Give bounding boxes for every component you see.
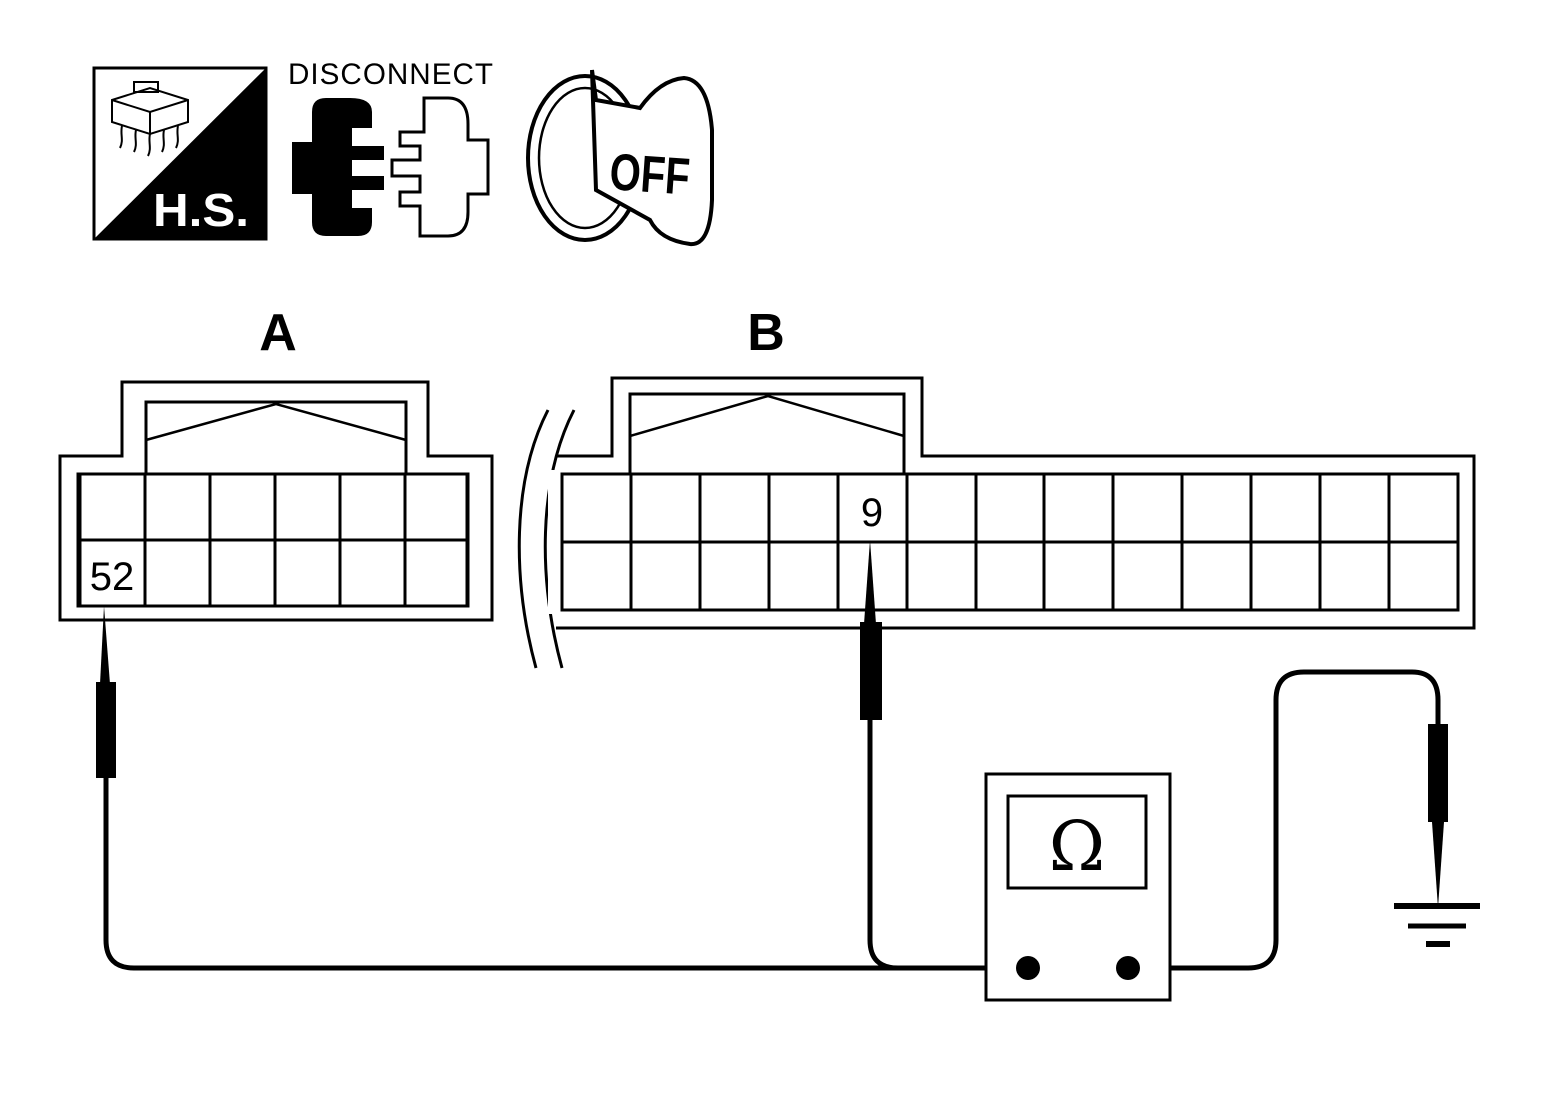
connector-a-pin-label: 52 — [90, 555, 135, 599]
connector-sketch-icon — [111, 81, 189, 157]
harness-side-label: H.S. — [153, 184, 249, 236]
disconnect-label: DISCONNECT — [288, 58, 494, 91]
probe-ground — [1428, 724, 1448, 908]
connector-b-cavity — [1111, 472, 1184, 544]
connector-a-inner-housing — [76, 400, 470, 608]
connector-a-cavity — [273, 538, 342, 608]
connector-b-cavity — [1249, 472, 1322, 544]
connector-b-cavity — [698, 472, 771, 544]
connector-a-cavity — [143, 472, 212, 542]
connector-a-cavity — [338, 538, 407, 608]
ignition-key-icon — [590, 69, 714, 247]
connector-b-cavity — [560, 472, 633, 544]
connector-a-cavity — [273, 472, 342, 542]
connector-b-cavity — [905, 472, 978, 544]
connector-b-cavity — [629, 472, 702, 544]
ohmmeter: Ω — [984, 772, 1172, 1002]
connector-b-break-mark — [517, 409, 576, 669]
connector-a-label: A — [259, 304, 297, 362]
connector-a-cavity — [208, 538, 277, 608]
connector-a-cavity — [403, 472, 469, 542]
connector-a: A 52 — [58, 304, 494, 622]
connector-b-cavity — [1042, 472, 1115, 544]
ohmmeter-terminal-negative — [1016, 956, 1040, 980]
connector-b-cavity — [1318, 540, 1391, 612]
connector-b: B 9 — [517, 304, 1476, 669]
probe-a — [96, 606, 116, 778]
harness-side-icon: H.S. — [92, 66, 268, 241]
connector-b-cavity — [629, 540, 702, 612]
ohmmeter-display — [1006, 794, 1148, 890]
ignition-off-label: OFF — [608, 143, 692, 206]
lead-connector-a — [103, 775, 1031, 971]
probe-b — [860, 540, 882, 720]
connector-b-cavity — [974, 472, 1046, 544]
connector-b-cavity — [767, 540, 840, 612]
connector-b-cavity — [1180, 472, 1253, 544]
connector-b-latch — [629, 394, 905, 438]
connector-a-housing — [58, 380, 494, 622]
connector-a-cavity — [143, 538, 212, 608]
connector-b-cavity — [1180, 540, 1253, 612]
lead-connector-b — [867, 717, 901, 971]
connector-b-cavity — [905, 540, 978, 612]
connector-plug-icon — [292, 98, 384, 236]
connector-b-cavities — [560, 472, 1460, 612]
connector-b-housing — [556, 376, 1476, 630]
connector-a-cavity — [208, 472, 277, 542]
connector-a-latch — [145, 402, 407, 442]
lead-ground — [1125, 669, 1441, 971]
ground-icon — [1394, 903, 1480, 947]
ohm-symbol-icon: Ω — [1049, 808, 1105, 887]
connector-b-cavity — [1318, 472, 1391, 544]
connector-b-inner-housing — [556, 392, 1460, 612]
disconnect-icon: DISCONNECT — [288, 58, 494, 238]
connector-b-cavity — [698, 540, 771, 612]
test-leads — [103, 669, 1441, 971]
connector-socket-icon — [390, 96, 490, 238]
connector-b-cavity — [560, 540, 633, 612]
connector-b-label: B — [747, 304, 785, 362]
connector-b-cavity — [767, 472, 840, 544]
connector-b-cavity — [974, 540, 1046, 612]
ohmmeter-terminal-positive — [1116, 956, 1140, 980]
ignition-off-icon: OFF — [526, 69, 714, 247]
connector-b-cavity — [1387, 540, 1460, 612]
connector-a-cavities — [78, 472, 469, 608]
connector-a-cavity — [403, 538, 469, 608]
connector-b-cavity — [1249, 540, 1322, 612]
connector-a-cavity — [338, 472, 407, 542]
connector-b-cavity — [1111, 540, 1184, 612]
connector-b-cavity — [1042, 540, 1115, 612]
connector-b-pin-label: 9 — [861, 491, 883, 535]
connector-b-cavity — [1387, 472, 1460, 544]
connector-a-cavity — [78, 472, 147, 542]
